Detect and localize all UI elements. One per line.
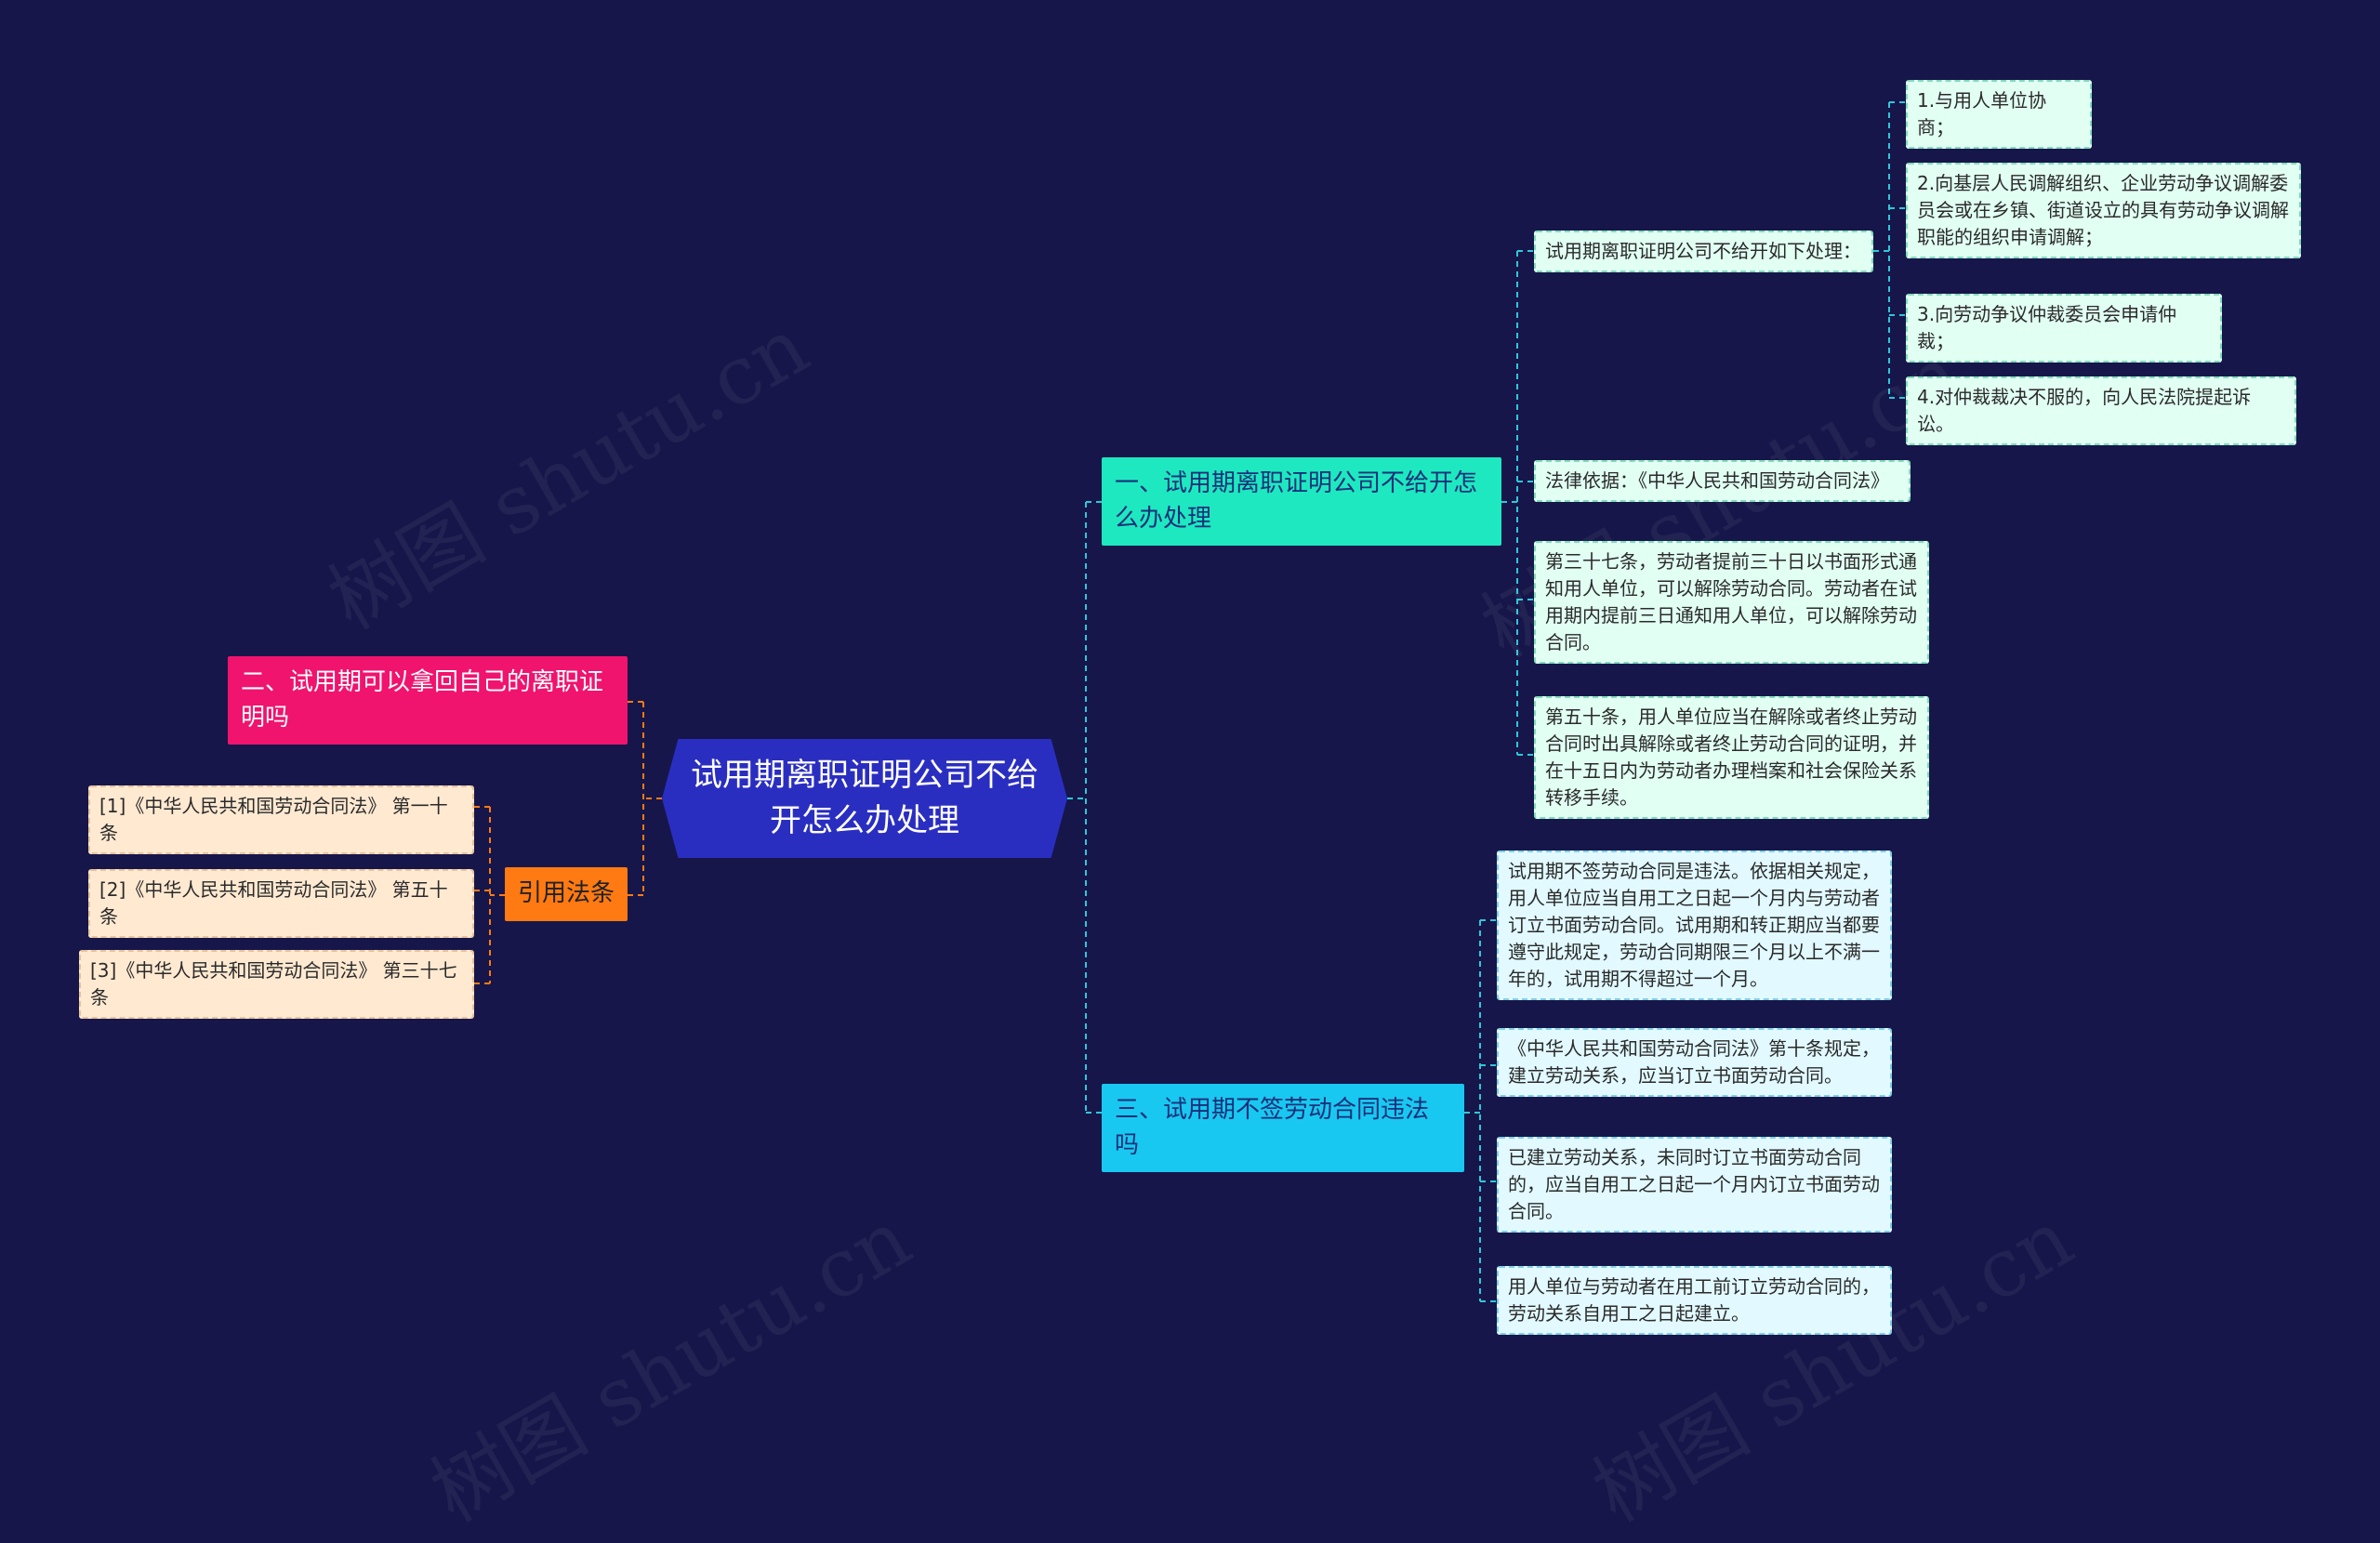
cited-law-3-label: [3]《中华人民共和国劳动合同法》 第三十七条 (90, 959, 457, 1009)
handling-step-2-label: 2.向基层人民调解组织、企业劳动争议调解委员会或在乡镇、街道设立的具有劳动争议调… (1917, 172, 2289, 248)
link-refs-spine (489, 807, 505, 983)
branch3-item-4[interactable]: 用人单位与劳动者在用工前订立劳动合同的，劳动关系自用工之日起建立。 (1497, 1266, 1892, 1335)
branch3-item-1-label: 试用期不签劳动合同是违法。依据相关规定，用人单位应当自用工之日起一个月内与劳动者… (1508, 860, 1880, 990)
handling-step-4-label: 4.对仲裁裁决不服的，向人民法院提起诉讼。 (1917, 386, 2252, 435)
branch-topic-2[interactable]: 二、试用期可以拿回自己的离职证明吗 (228, 656, 628, 745)
legal-basis[interactable]: 法律依据：《中华人民共和国劳动合同法》 (1534, 460, 1911, 502)
cited-law-1[interactable]: [1]《中华人民共和国劳动合同法》 第一十条 (88, 785, 474, 854)
subtopic-handling-label: 试用期离职证明公司不给开如下处理： (1545, 240, 1861, 262)
branch3-item-3-label: 已建立劳动关系，未同时订立书面劳动合同的，应当自用工之日起一个月内订立书面劳动合… (1508, 1146, 1880, 1222)
article-50[interactable]: 第五十条，用人单位应当在解除或者终止劳动合同时出具解除或者终止劳动合同的证明，并… (1534, 696, 1929, 819)
connector-lines (474, 101, 1906, 1302)
handling-step-4[interactable]: 4.对仲裁裁决不服的，向人民法院提起诉讼。 (1906, 376, 2296, 445)
handling-step-3[interactable]: 3.向劳动争议仲裁委员会申请仲裁； (1906, 294, 2222, 363)
cited-laws-topic[interactable]: 引用法条 (505, 867, 628, 921)
link-branch3-spine (1464, 920, 1481, 1301)
branch3-item-3[interactable]: 已建立劳动关系，未同时订立书面劳动合同的，应当自用工之日起一个月内订立书面劳动合… (1497, 1137, 1892, 1233)
cited-law-2[interactable]: [2]《中华人民共和国劳动合同法》 第五十条 (88, 869, 474, 938)
handling-step-1-label: 1.与用人单位协商； (1917, 89, 2047, 138)
link-branch1-spine (1501, 251, 1518, 755)
cited-law-1-label: [1]《中华人民共和国劳动合同法》 第一十条 (99, 795, 448, 844)
branch-topic-1-label: 一、试用期离职证明公司不给开怎么办处理 (1115, 469, 1478, 533)
branch-topic-2-label: 二、试用期可以拿回自己的离职证明吗 (241, 668, 604, 732)
branch3-item-4-label: 用人单位与劳动者在用工前订立劳动合同的，劳动关系自用工之日起建立。 (1508, 1275, 1880, 1325)
link-sub1-spine (1873, 102, 1890, 398)
branch-topic-3-label: 三、试用期不签劳动合同违法吗 (1115, 1096, 1430, 1159)
branch-topic-3[interactable]: 三、试用期不签劳动合同违法吗 (1102, 1084, 1464, 1173)
article-37-label: 第三十七条，劳动者提前三十日以书面形式通知用人单位，可以解除劳动合同。劳动者在试… (1545, 550, 1917, 653)
branch-topic-1[interactable]: 一、试用期离职证明公司不给开怎么办处理 (1102, 457, 1501, 547)
cited-law-2-label: [2]《中华人民共和国劳动合同法》 第五十条 (99, 878, 448, 928)
root-topic-label: 试用期离职证明公司不给开怎么办处理 (691, 756, 1038, 839)
article-50-label: 第五十条，用人单位应当在解除或者终止劳动合同时出具解除或者终止劳动合同的证明，并… (1545, 706, 1917, 809)
handling-step-1[interactable]: 1.与用人单位协商； (1906, 80, 2092, 149)
branch3-item-1[interactable]: 试用期不签劳动合同是违法。依据相关规定，用人单位应当自用工之日起一个月内与劳动者… (1497, 851, 1892, 1000)
handling-step-3-label: 3.向劳动争议仲裁委员会申请仲裁； (1917, 303, 2177, 352)
branch3-item-2[interactable]: 《中华人民共和国劳动合同法》第十条规定，建立劳动关系，应当订立书面劳动合同。 (1497, 1028, 1892, 1097)
article-37[interactable]: 第三十七条，劳动者提前三十日以书面形式通知用人单位，可以解除劳动合同。劳动者在试… (1534, 541, 1929, 664)
cited-laws-label: 引用法条 (518, 879, 615, 907)
cited-law-3[interactable]: [3]《中华人民共和国劳动合同法》 第三十七条 (79, 950, 474, 1019)
legal-basis-label: 法律依据：《中华人民共和国劳动合同法》 (1545, 469, 1889, 492)
branch3-item-2-label: 《中华人民共和国劳动合同法》第十条规定，建立劳动关系，应当订立书面劳动合同。 (1508, 1037, 1880, 1087)
handling-step-2[interactable]: 2.向基层人民调解组织、企业劳动争议调解委员会或在乡镇、街道设立的具有劳动争议调… (1906, 163, 2301, 258)
root-topic[interactable]: 试用期离职证明公司不给开怎么办处理 (662, 739, 1067, 858)
subtopic-handling[interactable]: 试用期离职证明公司不给开如下处理： (1534, 231, 1873, 272)
